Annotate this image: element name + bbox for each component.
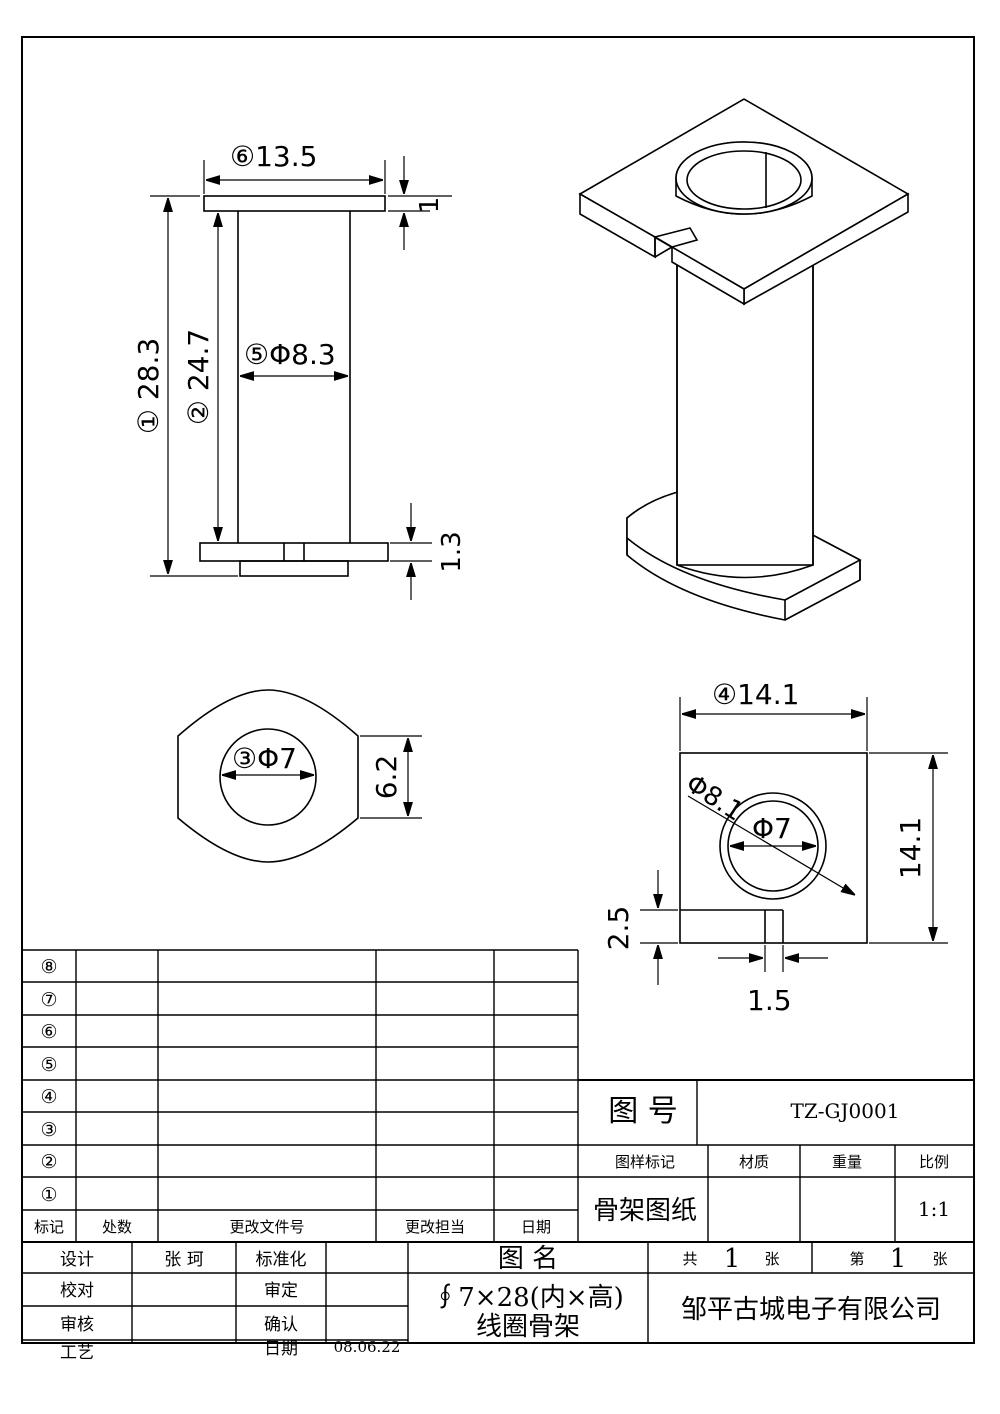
dim-flange-thickness: 1: [415, 197, 445, 214]
weight-label: 重量: [832, 1153, 862, 1171]
rev-row-5: ⑤: [40, 1054, 57, 1076]
sheet-label-2: 张: [932, 1250, 947, 1268]
part-name-line1: ∮7×28(内×高): [432, 1283, 623, 1313]
rev-header-count: 处数: [102, 1218, 132, 1236]
total-sheets: 1: [724, 1244, 741, 1274]
designer: 张 珂: [164, 1250, 203, 1270]
material-label: 材质: [739, 1153, 769, 1171]
rev-row-2: ②: [40, 1151, 57, 1173]
date-label: 日期: [264, 1339, 298, 1359]
date-value: 08.06.22: [334, 1338, 401, 1356]
drawing-no-label: 图 号: [608, 1094, 678, 1129]
dim-bottom-flat: 6.2: [370, 755, 403, 800]
dim-slot-width: 1.5: [747, 984, 792, 1017]
drawing-type: 骨架图纸: [593, 1196, 697, 1226]
rev-row-8: ⑧: [40, 956, 57, 978]
rev-row-7: ⑦: [40, 989, 57, 1011]
rev-row-3: ③: [40, 1119, 57, 1141]
signoff-block: [22, 1242, 974, 1343]
dim-slot-depth: 2.5: [602, 906, 635, 951]
title-block: [578, 1079, 974, 1242]
design-label: 设计: [60, 1250, 94, 1270]
bottom-view: [177, 689, 359, 863]
process-label: 工艺: [60, 1343, 94, 1363]
dim-flange-width: ⑥13.5: [230, 140, 317, 173]
top-view-dimensions: [640, 697, 948, 985]
dim-total-height: ① 28.3: [132, 338, 165, 434]
sample-mark-label: 图样标记: [615, 1153, 675, 1171]
isometric-view: [578, 98, 910, 621]
dim-square-width: ④14.1: [712, 678, 799, 711]
standard-label: 标准化: [256, 1250, 307, 1270]
scale-value: 1:1: [918, 1197, 950, 1221]
name-label: 图 名: [498, 1244, 558, 1274]
sheet-no: 1: [890, 1244, 907, 1274]
part-name-line2: 线圈骨架: [476, 1312, 580, 1342]
front-view: [199, 195, 389, 577]
scale-label: 比例: [919, 1153, 949, 1171]
confirm-label: 确认: [264, 1315, 298, 1335]
rev-row-4: ④: [40, 1086, 57, 1108]
sheet-label-1: 第: [849, 1250, 864, 1268]
dim-inner-height: ② 24.7: [182, 329, 215, 425]
dim-ring-inner: Φ7: [752, 812, 792, 845]
dim-tube-diameter: ⑤Φ8.3: [244, 338, 336, 371]
dim-square-height: 14.1: [894, 817, 927, 879]
company-name: 邹平古城电子有限公司: [681, 1295, 941, 1325]
dim-bottom-flange: 1.3: [437, 531, 467, 572]
rev-row-1: ①: [40, 1184, 57, 1206]
dim-inner-diameter: ③Φ7: [232, 742, 297, 775]
rev-header-owner: 更改担当: [405, 1218, 465, 1236]
review-label: 审核: [60, 1315, 94, 1335]
rev-row-6: ⑥: [40, 1021, 57, 1043]
rev-header-doc: 更改文件号: [229, 1218, 304, 1236]
drawing-no: TZ-GJ0001: [791, 1099, 900, 1123]
top-view: [679, 752, 868, 944]
approve-label: 审定: [264, 1281, 298, 1301]
revision-table: [22, 949, 974, 1243]
rev-header-mark: 标记: [34, 1218, 64, 1236]
total-label-1: 共: [682, 1250, 697, 1268]
drawing-frame: [21, 36, 975, 1344]
bottom-view-dimensions: [222, 735, 422, 819]
check-label: 校对: [60, 1281, 94, 1301]
total-label-2: 张: [764, 1250, 779, 1268]
front-view-dimensions: [150, 156, 452, 600]
rev-header-date: 日期: [521, 1218, 551, 1236]
